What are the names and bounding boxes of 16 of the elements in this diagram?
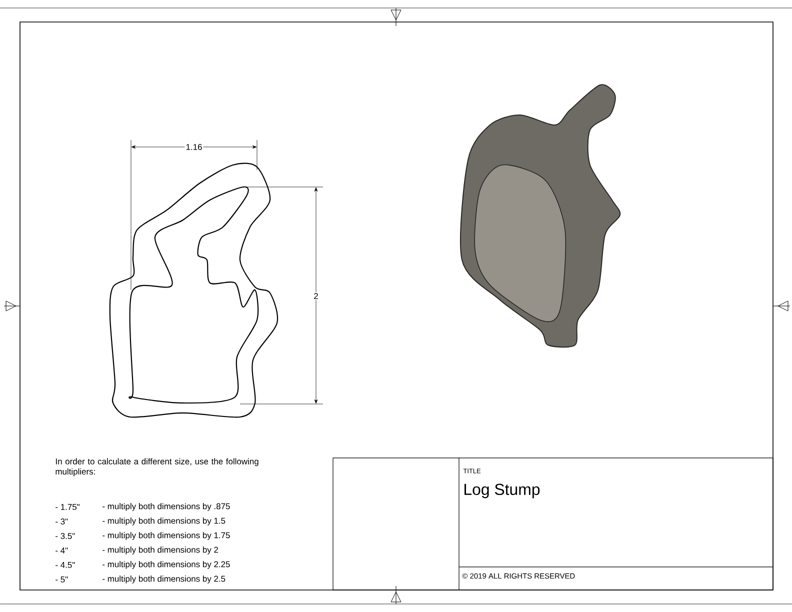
size-value: - 3.5" xyxy=(56,533,75,539)
dimension-value: 2 xyxy=(312,292,320,300)
multiplier-text: - multiply both dimensions by 2 xyxy=(102,546,218,554)
multiplier-text: - multiply both dimensions by 2.25 xyxy=(102,561,230,569)
size-value: - 3" xyxy=(56,518,68,524)
size-value: - 4" xyxy=(56,548,68,554)
multiplier-text: - multiply both dimensions by 2.5 xyxy=(102,576,226,584)
size-value: - 5" xyxy=(56,576,68,582)
size-value: - 4.5" xyxy=(56,562,75,568)
multiplier-text: - multiply both dimensions by 1.5 xyxy=(102,518,226,526)
multiplier-text: - multiply both dimensions by 1.75 xyxy=(102,532,230,540)
multiplier-text: - multiply both dimensions by .875 xyxy=(102,503,230,511)
dimension-value: 1.16 xyxy=(184,143,204,151)
instruction-text: In order to calculate a different size, use the following multipliers: xyxy=(56,458,258,476)
drawing-title: Log Stump xyxy=(464,484,540,498)
size-value: - 1.75" xyxy=(56,504,80,510)
